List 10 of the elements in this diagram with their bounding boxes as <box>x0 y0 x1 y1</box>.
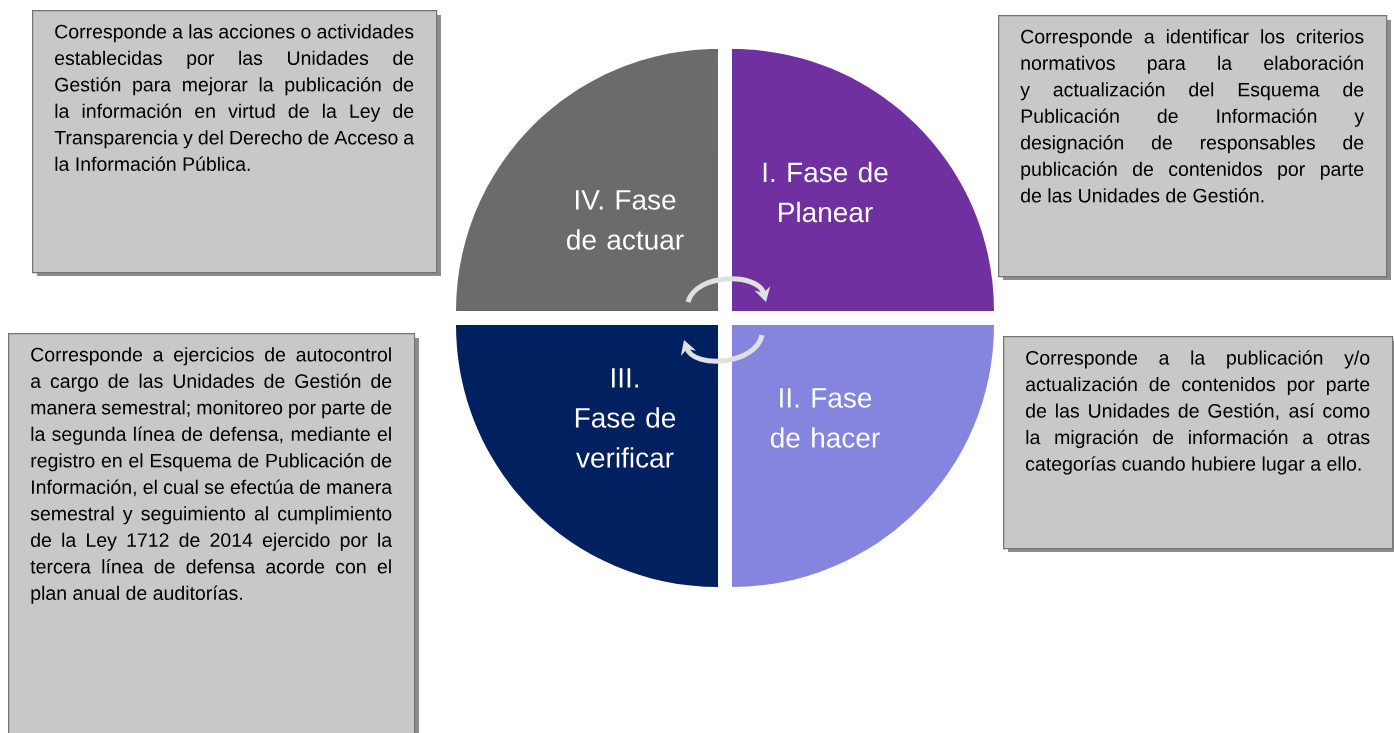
curved-arrow <box>685 276 771 304</box>
text-box: Corresponde a identificar los criterios normativos para la elaboración y actualización del Esquema de Publicación de Información y designación de responsables de publicación de contenidos por parte de las Unidades de Gestión. <box>998 15 1388 278</box>
quadrant-sector: IV. Fase de actuar <box>456 49 718 311</box>
text-box: Corresponde a las acciones o actividades establecidas por las Unidades de Gestión para mejorar la publicación de la información en virtud de la Ley de Transparencia y del Derecho de Acceso a la Información Pública. <box>32 10 438 274</box>
quadrant-sector: III. Fase de verificar <box>456 325 718 587</box>
curved-arrow <box>680 334 765 364</box>
quadrant-sector: I. Fase de Planear <box>732 49 994 311</box>
text-box: Corresponde a ejercicios de autocontrol a cargo de las Unidades de Gestión de manera semestral; monitoreo por parte de la segunda línea de defensa, mediante el registro en el Esquema de Publicación de Información, el cual se efectúa de manera semestral y seguimiento al cumplimiento de la Ley 1712 de 2014 ejercido por la tercera línea de defensa acorde con el plan anual de auditorías. <box>8 333 416 733</box>
quadrant-sector: II. Fase de hacer <box>732 325 994 587</box>
text-box: Corresponde a la publicación y/o actualización de contenidos por parte de las Unidades de Gestión, así como la migración de información a otras categorías cuando hubiere lugar a ello. <box>1003 336 1394 550</box>
